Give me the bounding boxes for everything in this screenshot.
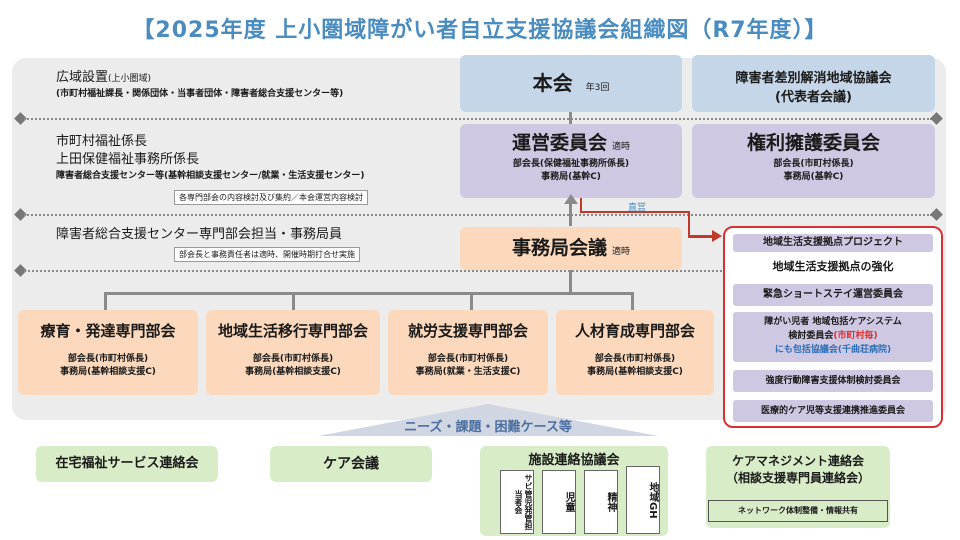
tier2-note: 各専門部会の内容検討及び集約／本会運営内容検討: [174, 190, 368, 205]
care-system-municipal: (市町村毎): [833, 331, 878, 341]
tier1-sub: (市町村福祉課長・関係団体・当事者団体・障害者総合支援センター等): [56, 89, 344, 99]
unei-secretariat: 事務局(基幹C): [541, 172, 601, 182]
bukai-name: 療育・発達専門部会: [40, 322, 176, 340]
kenri-name: 権利擁護委員会: [746, 132, 880, 154]
sub-group-chiiki-gh: 地域GH: [626, 466, 660, 534]
project-item-care-system: 障がい児者 地域包括ケアシステム 検討委員会(市町村毎) にも包括協議会(千曲荘…: [733, 312, 933, 362]
bukai-secretariat: 事務局(基幹相談支援C): [60, 367, 156, 377]
sub-group-jido: 児童: [542, 470, 576, 534]
bukai-secretariat: 事務局(就業・生活支援C): [415, 367, 521, 377]
network-box: ネットワーク体制整備・情報共有: [708, 500, 888, 522]
tier-divider-1: [24, 118, 932, 120]
unei-frequency: 適時: [612, 142, 631, 152]
jimu-frequency: 適時: [612, 247, 631, 257]
project-title: 地域生活支援拠点プロジェクト: [733, 234, 933, 252]
honkai-name: 本会: [532, 71, 573, 95]
tier3-note: 部会長と事務責任者は適時、開催時期打合せ実施: [174, 247, 360, 262]
sabetsu-line1: 障害者差別解消地域協議会: [735, 71, 892, 86]
bukai-name: 人材育成専門部会: [574, 322, 695, 340]
unei-box: 運営委員会 適時 部会長(保健福祉事務所係長) 事務局(基幹C): [460, 124, 682, 198]
project-subtitle: 地域生活支援拠点の強化: [772, 260, 894, 273]
direct-arrow-horizontal: [580, 211, 690, 213]
bukai-branch-horizontal: [104, 292, 634, 295]
bukai-branch-4: [631, 292, 634, 310]
bukai-branch-1: [104, 292, 107, 310]
bukai-name: 就労支援専門部会: [407, 322, 528, 340]
bukai-box-jinzai: 人材育成専門部会 部会長(市町村係長) 事務局(基幹相談支援C): [556, 310, 714, 395]
kenri-chair: 部会長(市町村係長): [773, 159, 854, 169]
connector-unei-jimu: [569, 202, 572, 226]
project-item-short-stay: 緊急ショートステイ運営委員会: [733, 284, 933, 306]
care-system-line1: 障がい児者 地域包括ケアシステム: [764, 317, 902, 327]
tier-divider-3: [24, 270, 722, 272]
bukai-name: 地域生活移行専門部会: [217, 322, 368, 340]
jimu-name: 事務局会議: [511, 237, 607, 259]
sabetsu-line2: (代表者会議): [775, 90, 852, 105]
jimu-box: 事務局会議 適時: [460, 227, 682, 270]
connector-honkai-unei: [569, 110, 572, 124]
page-title: 【2025年度 上小圏域障がい者自立支援協議会組織図（R7年度）】: [132, 18, 828, 43]
project-item-medical-care: 医療的ケア児等支援連携推進委員会: [733, 400, 933, 422]
project-box: 地域生活支援拠点プロジェクト 地域生活支援拠点の強化 緊急ショートステイ運営委員…: [723, 226, 943, 428]
connector-jimu-bukai: [569, 270, 572, 292]
tier-divider-2: [24, 214, 932, 216]
tier1-label-main: 広域設置: [56, 70, 109, 85]
direct-arrow-vertical: [688, 211, 690, 237]
bukai-branch-3: [470, 292, 473, 310]
bukai-secretariat: 事務局(基幹相談支援C): [245, 367, 341, 377]
bukai-chair: 部会長(市町村係長): [427, 354, 509, 364]
unei-chair: 部会長(保健福祉事務所係長): [512, 159, 630, 169]
unei-name: 運営委員会: [511, 132, 607, 154]
bukai-box-chiiki: 地域生活移行専門部会 部会長(市町村係長) 事務局(基幹相談支援C): [206, 310, 380, 395]
arrow-up-icon: [564, 194, 578, 204]
sabetsu-box: 障害者差別解消地域協議会 (代表者会議): [692, 55, 935, 112]
bukai-box-ryoiku: 療育・発達専門部会 部会長(市町村係長) 事務局(基幹相談支援C): [18, 310, 198, 395]
project-item-behavior: 強度行動障害支援体制検討委員会: [733, 370, 933, 392]
care-system-line2: 検討委員会: [788, 331, 834, 341]
direct-arrow-right: [688, 235, 714, 238]
arrow-right-icon: [712, 230, 722, 242]
caremgmt-line1: ケアマネジメント連絡会: [731, 454, 864, 468]
sub-group-sabikan: サビ管児発管担当者会: [500, 470, 534, 534]
bukai-chair: 部会長(市町村係長): [252, 354, 334, 364]
care-system-line3: にも包括協議会(千曲荘病院): [774, 345, 892, 355]
direct-arrow-down: [580, 198, 582, 212]
honkai-box: 本会 年3回: [460, 55, 682, 112]
care-meeting-box: ケア会議: [270, 446, 432, 482]
tier2-line1: 市町村福祉係長: [56, 134, 148, 149]
bukai-branch-2: [292, 292, 295, 310]
kenri-box: 権利擁護委員会 部会長(市町村係長) 事務局(基幹C): [692, 124, 935, 198]
shisetsu-name: 施設連絡協議会: [528, 453, 620, 468]
zaitaku-box: 在宅福祉サービス連絡会: [36, 446, 218, 482]
needs-arrow-icon: [318, 404, 658, 436]
bukai-chair: 部会長(市町村係長): [67, 354, 149, 364]
tier3-line1: 障害者総合支援センター専門部会担当・事務局員: [56, 227, 343, 242]
needs-label: ニーズ・課題・困難ケース等: [404, 420, 572, 435]
bukai-secretariat: 事務局(基幹相談支援C): [587, 367, 683, 377]
honkai-frequency: 年3回: [585, 83, 610, 93]
tier2-line2: 上田保健福祉事務所係長: [56, 152, 200, 167]
direct-label: 直営: [628, 203, 647, 213]
tier2-line3: 障害者総合支援センター等(基幹相談支援センター/就業・生活支援センター): [56, 171, 365, 181]
caremgmt-line2: （相談支援専門員連絡会）: [725, 471, 870, 485]
tier1-label: 広域設置(上小圏域): [56, 70, 151, 86]
bukai-box-shuro: 就労支援専門部会 部会長(市町村係長) 事務局(就業・生活支援C): [388, 310, 548, 395]
bukai-chair: 部会長(市町村係長): [594, 354, 676, 364]
tier1-label-area: (上小圏域): [108, 74, 152, 84]
sub-group-seishin: 精神: [584, 470, 618, 534]
kenri-secretariat: 事務局(基幹C): [783, 172, 844, 182]
